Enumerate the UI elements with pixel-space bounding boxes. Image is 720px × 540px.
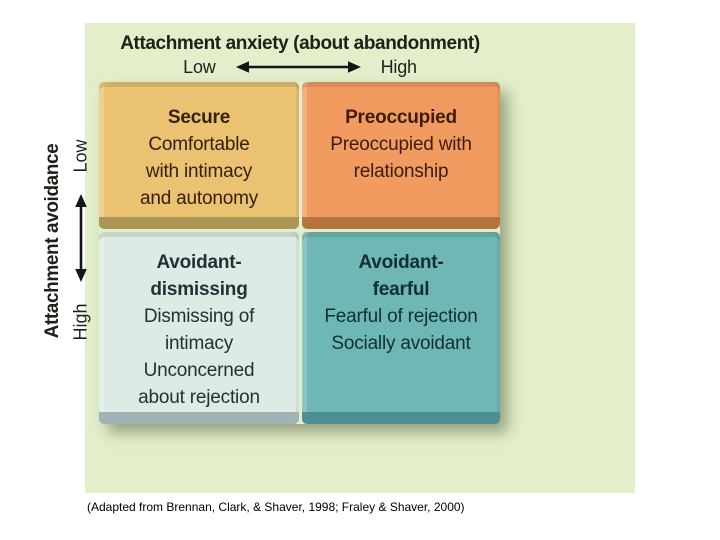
quadrant-line: relationship bbox=[353, 161, 449, 182]
quadrant-avoidant-dismissing: Avoidant- dismissing Dismissing of intim… bbox=[99, 232, 299, 424]
quadrant-title: Avoidant- dismissing bbox=[150, 252, 248, 300]
quadrant-title: Preoccupied bbox=[345, 107, 457, 128]
vertical-double-arrow-icon bbox=[75, 194, 87, 282]
horizontal-double-arrow-icon bbox=[235, 61, 361, 73]
quadrant-line: Socially avoidant bbox=[331, 333, 471, 354]
quadrant-title: Secure bbox=[167, 107, 231, 128]
quadrant-line: Unconcerned bbox=[143, 360, 255, 381]
quadrant-title: Avoidant- fearful bbox=[358, 252, 444, 300]
quadrant-line: Dismissing of bbox=[143, 306, 255, 327]
quadrant-avoidant-fearful: Avoidant- fearful Fearful of rejection S… bbox=[302, 232, 500, 424]
top-axis-low-label: Low bbox=[183, 56, 216, 77]
source-caption: (Adapted from Brennan, Clark, & Shaver, … bbox=[87, 500, 465, 514]
quadrant-line: and autonomy bbox=[139, 188, 259, 209]
left-axis-high-label: High bbox=[70, 303, 91, 341]
quadrant-line: with intimacy bbox=[145, 161, 253, 182]
left-axis-low-label: Low bbox=[70, 139, 91, 173]
quadrant-line: about rejection bbox=[138, 387, 260, 408]
quadrant-preoccupied: Preoccupied Preoccupied with relationshi… bbox=[302, 82, 500, 229]
quadrant-line: Comfortable bbox=[148, 134, 250, 155]
top-axis: Low High bbox=[99, 56, 501, 78]
quadrant-line: Fearful of rejection bbox=[324, 306, 478, 327]
quadrant-secure: Secure Comfortable with intimacy and aut… bbox=[99, 82, 299, 229]
quadrant-line: intimacy bbox=[164, 333, 234, 354]
top-axis-title: Attachment anxiety (about abandonment) bbox=[120, 33, 480, 54]
quadrant-line: Preoccupied with bbox=[330, 134, 472, 155]
top-axis-high-label: High bbox=[380, 56, 417, 77]
left-axis-title: Attachment avoidance bbox=[42, 143, 63, 339]
